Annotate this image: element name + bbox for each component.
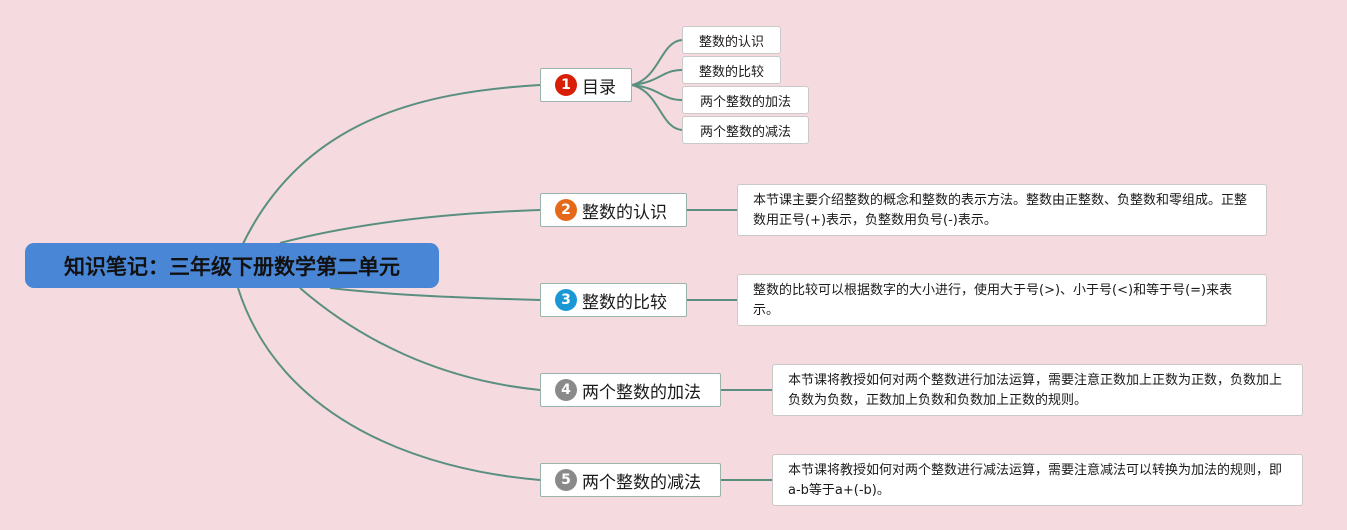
connector-toc-leaf-3 — [631, 84, 683, 101]
connector-root-branch-2 — [279, 209, 541, 244]
number-badge-icon: 1 — [555, 74, 577, 96]
description-integer-concept[interactable]: 本节课主要介绍整数的概念和整数的表示方法。整数由正整数、负整数和零组成。正整数用… — [737, 184, 1267, 236]
toc-item-1[interactable]: 整数的认识 — [682, 26, 781, 54]
connector-toc-leaf-2 — [631, 69, 683, 86]
branch-label: 两个整数的加法 — [582, 382, 701, 403]
toc-item-label: 两个整数的减法 — [699, 124, 791, 140]
toc-item-label: 两个整数的加法 — [699, 94, 791, 110]
number-badge-icon: 5 — [555, 469, 577, 491]
connector-root-branch-5 — [237, 287, 541, 481]
description-text: 本节课将教授如何对两个整数进行减法运算，需要注意减法可以转换为加法的规则，即a-… — [788, 463, 1283, 498]
description-integer-addition[interactable]: 本节课将教授如何对两个整数进行加法运算，需要注意正数加上正数为正数，负数加上负数… — [772, 364, 1303, 416]
description-text: 本节课将教授如何对两个整数进行加法运算，需要注意正数加上正数为正数，负数加上负数… — [788, 373, 1283, 408]
connector-root-branch-1 — [239, 84, 541, 251]
toc-item-4[interactable]: 两个整数的减法 — [682, 116, 809, 144]
branch-label: 整数的认识 — [582, 202, 667, 223]
description-integer-comparison[interactable]: 整数的比较可以根据数字的大小进行，使用大于号(>)、小于号(<)和等于号(=)来… — [737, 274, 1267, 326]
connector-toc-leaf-4 — [631, 84, 683, 131]
description-text: 本节课主要介绍整数的概念和整数的表示方法。整数由正整数、负整数和零组成。正整数用… — [753, 193, 1248, 228]
toc-item-label: 整数的认识 — [698, 34, 764, 50]
branch-integer-subtraction[interactable]: 5 两个整数的减法 — [540, 463, 721, 497]
branch-integer-concept[interactable]: 2 整数的认识 — [540, 193, 687, 227]
connector-toc-leaf-1 — [631, 39, 683, 86]
branch-label: 整数的比较 — [582, 292, 667, 313]
branch-integer-addition[interactable]: 4 两个整数的加法 — [540, 373, 721, 407]
toc-item-2[interactable]: 整数的比较 — [682, 56, 781, 84]
root-topic[interactable]: 知识笔记：三年级下册数学第二单元 — [25, 243, 439, 288]
number-badge-icon: 3 — [555, 289, 577, 311]
toc-item-3[interactable]: 两个整数的加法 — [682, 86, 809, 114]
description-integer-subtraction[interactable]: 本节课将教授如何对两个整数进行减法运算，需要注意减法可以转换为加法的规则，即a-… — [772, 454, 1303, 506]
description-text: 整数的比较可以根据数字的大小进行，使用大于号(>)、小于号(<)和等于号(=)来… — [753, 283, 1233, 318]
toc-item-label: 整数的比较 — [698, 64, 764, 80]
connector-root-branch-4 — [299, 287, 541, 391]
connector-root-branch-3 — [329, 287, 541, 301]
branch-label: 两个整数的减法 — [582, 472, 701, 493]
branch-integer-comparison[interactable]: 3 整数的比较 — [540, 283, 687, 317]
branch-toc[interactable]: 1 目录 — [540, 68, 632, 102]
number-badge-icon: 4 — [555, 379, 577, 401]
branch-label: 目录 — [582, 77, 616, 98]
root-title: 知识笔记：三年级下册数学第二单元 — [64, 254, 400, 279]
number-badge-icon: 2 — [555, 199, 577, 221]
